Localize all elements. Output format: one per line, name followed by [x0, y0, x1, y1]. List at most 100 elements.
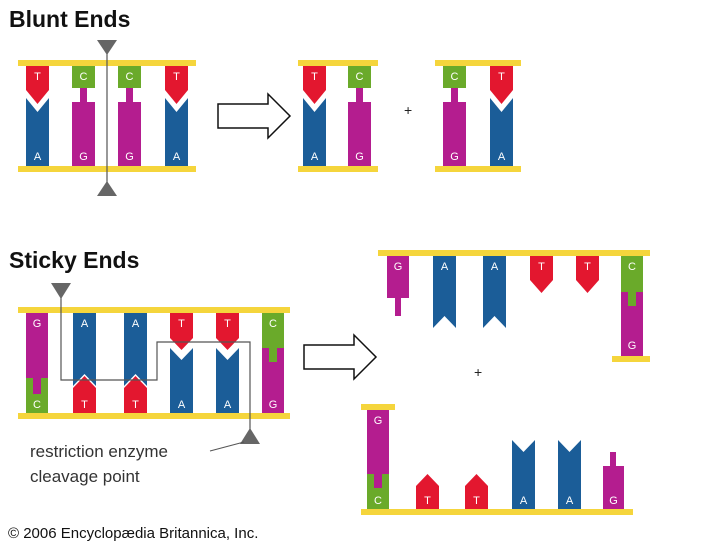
- base-label: G: [628, 340, 637, 352]
- base-label: T: [132, 399, 139, 411]
- base-t: [26, 66, 49, 104]
- base-label: A: [224, 399, 232, 411]
- cleavage-label-line2: cleavage point: [30, 467, 140, 486]
- base-label: A: [491, 261, 499, 273]
- base-a: [124, 313, 147, 386]
- base-t: [576, 256, 599, 293]
- base-g: [443, 88, 466, 166]
- base-label: A: [498, 151, 506, 163]
- base-label: C: [628, 261, 636, 273]
- base-label: G: [374, 415, 383, 427]
- base-t: [165, 66, 188, 104]
- base-pair-t-a: T A: [165, 66, 188, 166]
- base-c: [118, 66, 141, 102]
- base-pair-c-g: C G: [72, 66, 95, 166]
- base-a: [558, 440, 581, 509]
- base-c: [621, 256, 643, 306]
- base-label: A: [520, 495, 528, 507]
- sticky-fragment-bottom: G C T T A A G: [361, 404, 633, 515]
- blunt-product-left: T A C G: [298, 60, 378, 172]
- backbone-short: [361, 404, 395, 410]
- base-label: T: [424, 495, 431, 507]
- base-t: [170, 313, 193, 350]
- blunt-ends-title: Blunt Ends: [9, 6, 131, 32]
- base-label: T: [178, 318, 185, 330]
- backbone-top: [298, 60, 378, 66]
- backbone-bottom: [298, 166, 378, 172]
- base-label: T: [224, 318, 231, 330]
- base-label: G: [609, 495, 618, 507]
- base-c: [367, 474, 389, 509]
- base-a: [483, 256, 506, 328]
- base-label: A: [311, 151, 319, 163]
- base-label: T: [311, 71, 318, 83]
- base-g: [348, 88, 371, 166]
- base-label: A: [441, 261, 449, 273]
- base-a: [433, 256, 456, 328]
- base-c: [72, 66, 95, 102]
- base-label: G: [33, 318, 42, 330]
- blunt-product-right: C G T A: [435, 60, 521, 172]
- base-g: [262, 348, 284, 413]
- base-label: T: [498, 71, 505, 83]
- base-label: G: [79, 151, 88, 163]
- base-a: [512, 440, 535, 509]
- base-label: T: [473, 495, 480, 507]
- base-label: A: [81, 318, 89, 330]
- base-t: [73, 376, 96, 413]
- base-label: A: [178, 399, 186, 411]
- plus-sign-blunt: +: [404, 102, 413, 118]
- base-g: [72, 88, 95, 166]
- base-label: A: [566, 495, 574, 507]
- base-t: [303, 66, 326, 104]
- base-label: G: [269, 399, 278, 411]
- base-g: [621, 292, 643, 356]
- base-t: [124, 376, 147, 413]
- sticky-fragment-top: G A A T T C G: [378, 250, 650, 362]
- backbone-top: [18, 307, 290, 313]
- base-c: [348, 66, 371, 102]
- base-c: [262, 313, 284, 362]
- base-label: G: [125, 151, 134, 163]
- backbone-top: [378, 250, 650, 256]
- base-label: C: [356, 71, 364, 83]
- base-c: [443, 66, 466, 102]
- base-a: [26, 98, 49, 166]
- base-a: [303, 98, 326, 166]
- base-t: [465, 474, 488, 509]
- base-g: [367, 410, 389, 488]
- base-g: [603, 452, 624, 509]
- cleavage-marker-bottom: [240, 428, 260, 444]
- blunt-arrow-icon: [217, 92, 292, 140]
- base-a: [73, 313, 96, 386]
- base-label: G: [450, 151, 459, 163]
- backbone-bottom: [435, 166, 521, 172]
- base-label: T: [173, 71, 180, 83]
- base-label: A: [173, 151, 181, 163]
- base-c: [26, 378, 48, 413]
- backbone-bottom: [18, 413, 290, 419]
- base-label: T: [538, 261, 545, 273]
- base-t: [216, 313, 239, 350]
- label-pointer-line: [209, 441, 245, 452]
- base-label: C: [269, 318, 277, 330]
- base-label: T: [34, 71, 41, 83]
- base-pair-t-a: T A: [26, 66, 49, 166]
- sticky-original-dna: G C A T A T T A T A C G: [18, 283, 290, 444]
- base-label: G: [355, 151, 364, 163]
- sticky-ends-title: Sticky Ends: [9, 247, 140, 273]
- sticky-cleavage-line: [60, 288, 251, 437]
- base-label: T: [81, 399, 88, 411]
- base-label: C: [126, 71, 134, 83]
- base-label: A: [132, 318, 140, 330]
- cleavage-label-line1: restriction enzyme: [30, 442, 168, 461]
- base-label: T: [584, 261, 591, 273]
- base-g: [26, 313, 48, 394]
- cleavage-marker-top: [51, 283, 71, 299]
- base-label: C: [80, 71, 88, 83]
- backbone-bottom: [361, 509, 633, 515]
- base-a: [216, 348, 239, 413]
- base-pair-c-g: C G: [118, 66, 141, 166]
- base-label: C: [374, 495, 382, 507]
